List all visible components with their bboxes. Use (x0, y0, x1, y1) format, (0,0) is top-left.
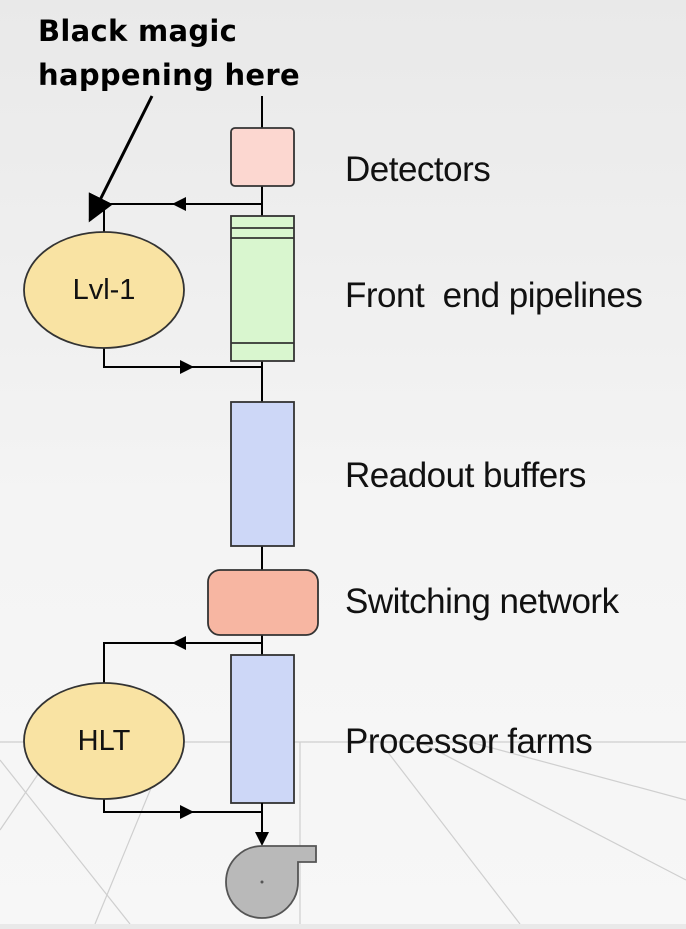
level1-label: Lvl-1 (72, 273, 136, 306)
hlt-label: HLT (77, 724, 131, 757)
front-end-pipelines-box (230, 215, 295, 362)
level1-request-arrow (172, 197, 186, 211)
processor-farms-box (230, 654, 295, 804)
hlt-trigger-ellipse (23, 682, 185, 800)
storage-icon (225, 845, 317, 919)
level1-accept-arrow (180, 360, 194, 374)
level1-trigger-ellipse (23, 231, 185, 349)
readout-buffers-label: Readout buffers (345, 456, 586, 495)
front-end-pipelines-label: Front end pipelines (345, 276, 643, 315)
detectors-label: Detectors (345, 150, 491, 189)
switching-network-box (207, 569, 319, 636)
hlt-accept-arrow (180, 805, 194, 819)
readout-buffers-box (230, 401, 295, 547)
hlt-request-arrow (172, 636, 186, 650)
detectors-box (230, 127, 295, 187)
processor-farms-label: Processor farms (345, 722, 593, 761)
annotation-arrow (88, 95, 154, 223)
switching-network-label: Switching network (345, 582, 619, 621)
annotation-line-1: Black magic (38, 14, 238, 48)
annotation-line-2: happening here (38, 58, 300, 92)
hlt-trigger-loop (103, 642, 262, 813)
storage-arrow (255, 832, 269, 846)
